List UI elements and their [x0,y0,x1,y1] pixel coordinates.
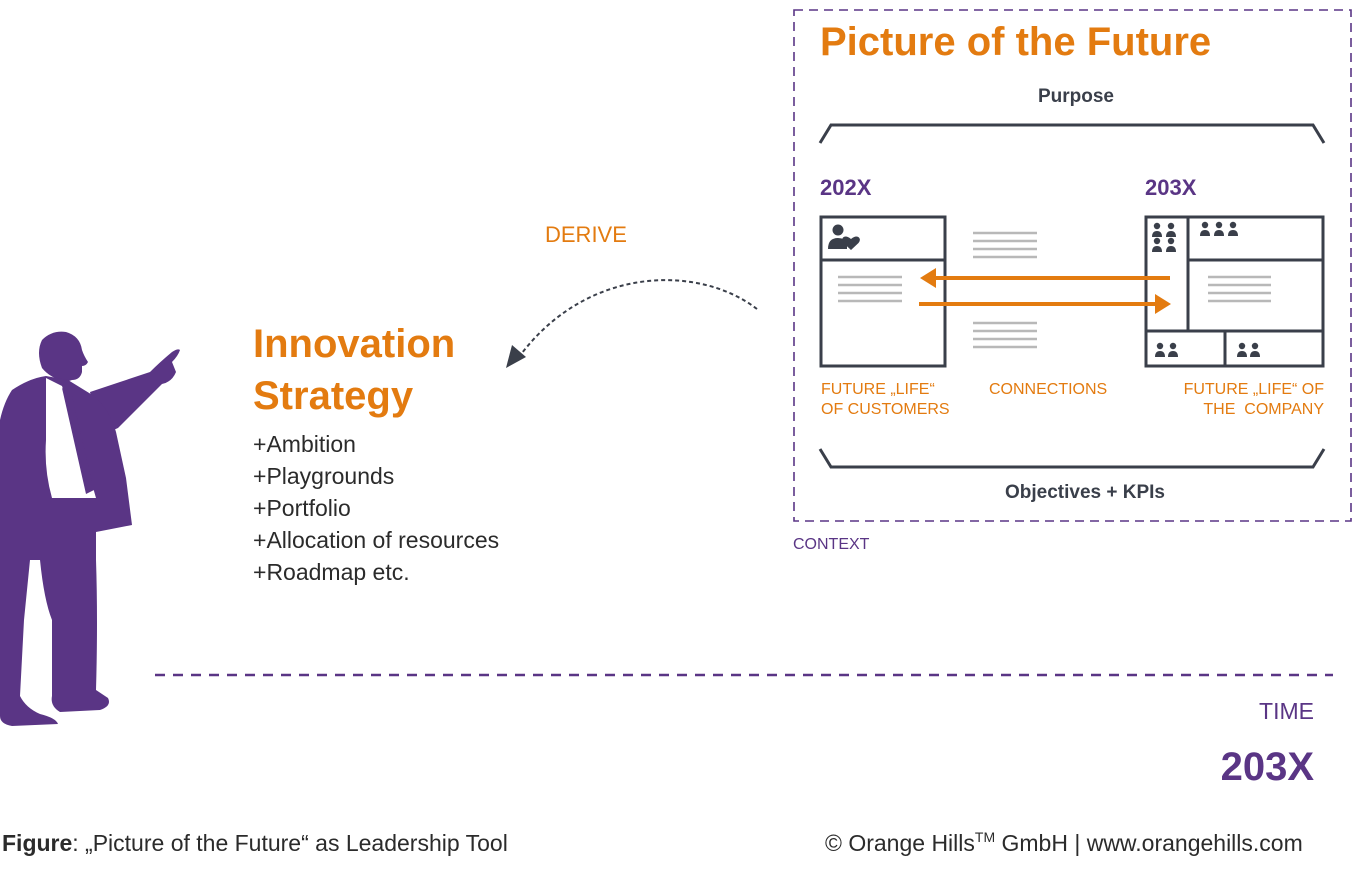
figure-caption-text: : „Picture of the Future“ as Leadership … [72,830,508,856]
three-people-icon [1200,221,1238,236]
objectives-bracket [818,448,1326,469]
strategy-title-line: Strategy [253,374,414,418]
list-item-label: Allocation of resources [266,527,500,553]
list-item-label: Portfolio [266,495,351,521]
objectives-label: Objectives + KPIs [1005,482,1165,503]
copyright-prefix: © Orange Hills [825,830,975,856]
figure-caption: Figure: „Picture of the Future“ as Leade… [2,830,508,857]
plus-bullet: + [253,431,267,457]
company-caption-line: FUTURE „LIFE“ OF [1183,381,1324,398]
connections-lines-bottom [973,321,1037,349]
year-right-label: 203X [1145,175,1197,200]
shirt-and-tie [45,378,96,498]
customers-caption-line: OF CUSTOMERS [821,401,950,418]
company-caption: FUTURE „LIFE“ OF THE COMPANY [1170,380,1324,420]
customers-caption: FUTURE „LIFE“ OF CUSTOMERS [821,380,950,420]
two-people-icon [1237,342,1260,357]
list-item-label: Ambition [266,431,356,457]
list-item: +Playgrounds [253,460,499,492]
derive-label: DERIVE [545,222,627,247]
strategy-list: +Ambition +Playgrounds +Portfolio +Alloc… [253,428,499,588]
trademark-mark: TM [974,829,996,845]
businessman-pointing-icon [0,331,180,726]
list-item: +Allocation of resources [253,524,499,556]
purpose-bracket [818,123,1326,144]
plus-bullet: + [253,495,267,521]
innovation-strategy-title: Innovation Strategy [253,318,455,422]
people-group-icon [1152,222,1176,252]
purpose-label: Purpose [1037,86,1115,107]
plus-bullet: + [253,559,267,585]
context-frame [793,9,1352,522]
company-caption-line: THE COMPANY [1203,401,1324,418]
connection-arrows [919,268,1171,314]
figure-caption-bold: Figure [2,830,73,856]
picture-of-future-title: Picture of the Future [820,20,1212,64]
connections-lines-top [973,231,1037,259]
list-item-label: Playgrounds [266,463,395,489]
derive-arrow [506,279,758,368]
strategy-title-line: Innovation [253,322,456,366]
copyright-notice: © Orange HillsTM GmbH | www.orangehills.… [825,830,1303,857]
list-item: +Roadmap etc. [253,556,499,588]
two-people-icon [1155,342,1178,357]
customers-caption-line: FUTURE „LIFE“ [821,381,935,398]
company-canvas [1144,215,1325,368]
time-label: TIME [1259,698,1314,724]
plus-bullet: + [253,527,267,553]
context-label: CONTEXT [793,536,870,553]
copyright-suffix: GmbH | www.orangehills.com [995,830,1303,856]
list-item-label: Roadmap etc. [266,559,410,585]
person-heart-icon [828,224,860,250]
year-left-label: 202X [820,175,872,200]
time-year: 203X [1220,745,1314,789]
list-item: +Ambition [253,428,499,460]
customers-canvas [819,215,947,368]
plus-bullet: + [253,463,267,489]
list-item: +Portfolio [253,492,499,524]
connections-caption: CONNECTIONS [989,381,1108,398]
